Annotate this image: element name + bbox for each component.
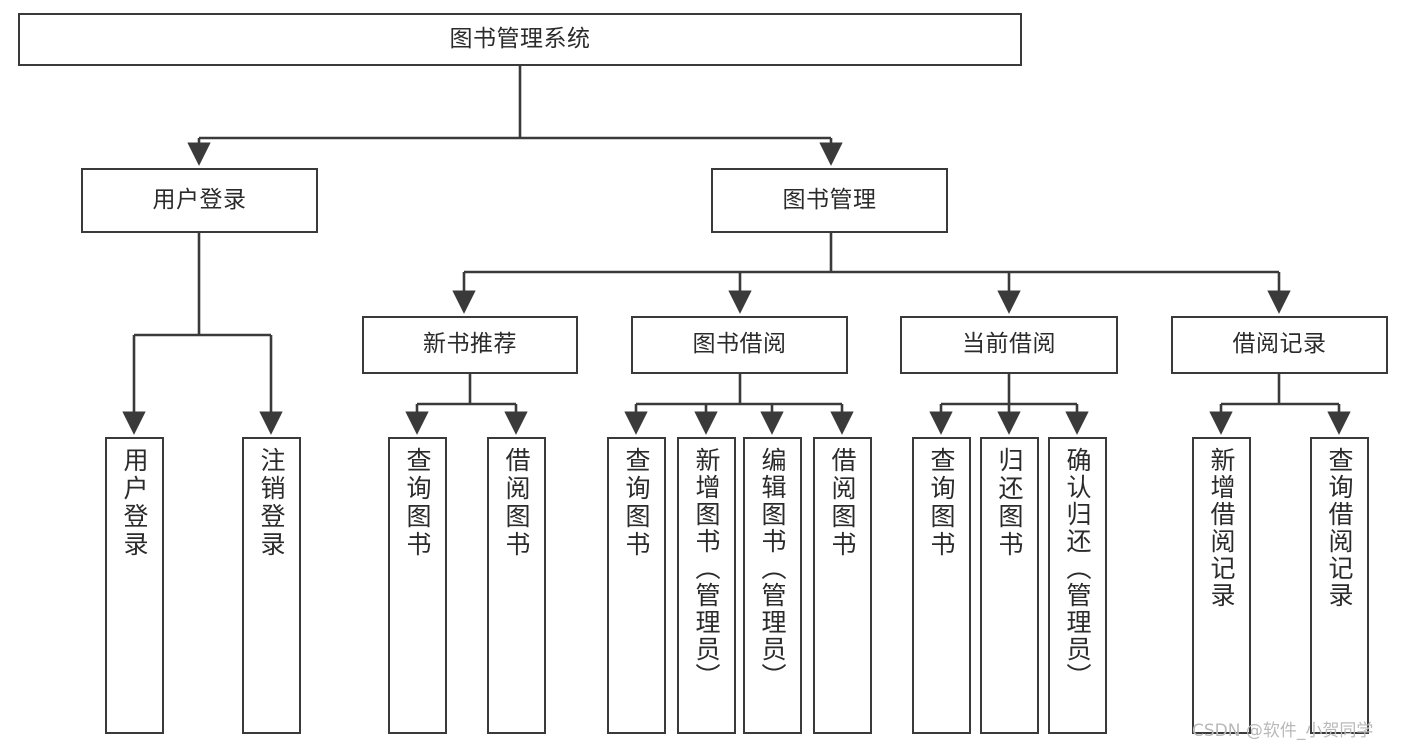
node-leaf-logout[interactable]: 注销登录 [242, 437, 301, 734]
node-leaf-query-book-3-label: 查询图书 [927, 447, 956, 559]
node-leaf-add-record-label: 新增借阅记录 [1207, 447, 1236, 609]
node-leaf-logout-label: 注销登录 [257, 447, 286, 559]
node-leaf-confirm-return[interactable]: 确认归还（管理员） [1048, 437, 1107, 734]
node-leaf-add-book-label: 新增图书（管理员） [692, 447, 721, 690]
node-current-borrow-label: 当前借阅 [962, 331, 1056, 358]
node-leaf-add-record[interactable]: 新增借阅记录 [1192, 437, 1251, 734]
node-leaf-borrow-book-1[interactable]: 借阅图书 [487, 437, 546, 734]
node-book-manage[interactable]: 图书管理 [711, 168, 948, 233]
node-borrow-record-label: 借阅记录 [1232, 331, 1327, 358]
node-leaf-borrow-book-2[interactable]: 借阅图书 [813, 437, 872, 734]
node-leaf-user-login-label: 用户登录 [120, 447, 149, 559]
node-root-label: 图书管理系统 [449, 25, 591, 52]
node-book-borrow-label: 图书借阅 [692, 331, 787, 358]
node-leaf-edit-book[interactable]: 编辑图书（管理员） [743, 437, 802, 734]
node-root[interactable]: 图书管理系统 [18, 13, 1022, 66]
node-new-book-recommend[interactable]: 新书推荐 [362, 316, 578, 374]
node-book-manage-label: 图书管理 [782, 186, 877, 213]
csdn-watermark: CSDN @软件_小贺同学 [1192, 721, 1374, 741]
node-current-borrow[interactable]: 当前借阅 [900, 316, 1118, 374]
node-leaf-query-book-2-label: 查询图书 [622, 447, 651, 559]
node-leaf-query-book-2[interactable]: 查询图书 [607, 437, 666, 734]
node-borrow-record[interactable]: 借阅记录 [1171, 316, 1388, 374]
node-user-login-label: 用户登录 [152, 186, 247, 213]
node-leaf-query-book-1-label: 查询图书 [403, 447, 432, 559]
node-leaf-edit-book-label: 编辑图书（管理员） [758, 447, 787, 690]
node-leaf-return-book[interactable]: 归还图书 [980, 437, 1039, 734]
node-leaf-query-book-3[interactable]: 查询图书 [912, 437, 971, 734]
node-leaf-query-record[interactable]: 查询借阅记录 [1310, 437, 1369, 734]
node-leaf-borrow-book-1-label: 借阅图书 [502, 447, 531, 559]
node-new-book-recommend-label: 新书推荐 [423, 331, 517, 358]
node-user-login[interactable]: 用户登录 [81, 168, 318, 233]
node-book-borrow[interactable]: 图书借阅 [631, 316, 848, 374]
node-leaf-query-book-1[interactable]: 查询图书 [388, 437, 447, 734]
node-leaf-return-book-label: 归还图书 [995, 447, 1024, 559]
node-leaf-confirm-return-label: 确认归还（管理员） [1063, 447, 1092, 690]
node-leaf-add-book[interactable]: 新增图书（管理员） [677, 437, 736, 734]
node-leaf-borrow-book-2-label: 借阅图书 [828, 447, 857, 559]
node-leaf-query-record-label: 查询借阅记录 [1325, 447, 1354, 609]
node-leaf-user-login[interactable]: 用户登录 [105, 437, 164, 734]
